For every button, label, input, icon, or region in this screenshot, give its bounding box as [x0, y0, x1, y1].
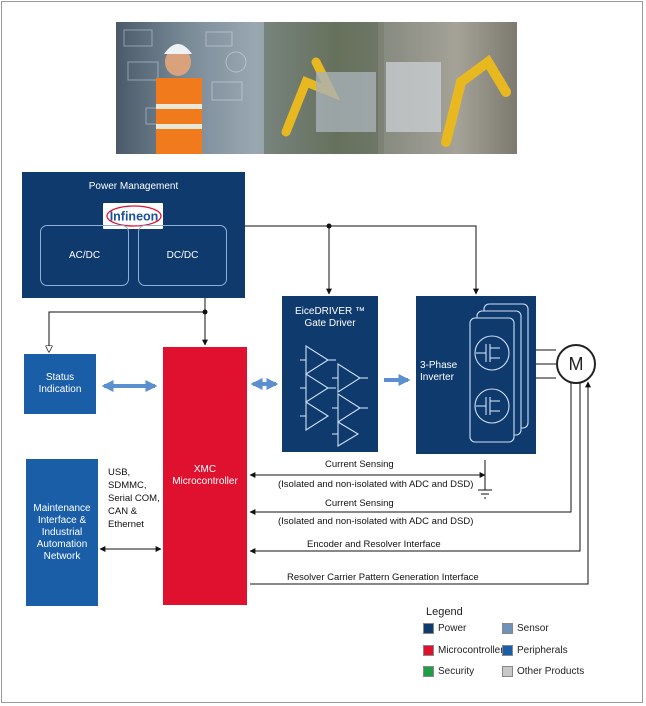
eicedriver-label: EiceDRIVER ™ Gate Driver [294, 306, 365, 329]
legend-swatch-security [423, 666, 434, 677]
current-sensing-1-label: Current Sensing [325, 459, 394, 470]
legend-label-other-products: Other Products [517, 666, 585, 677]
legend-swatch-other-products [502, 666, 513, 677]
ac-dc-block: AC/DC [40, 225, 129, 286]
inverter-block: 3-Phase Inverter [416, 296, 536, 454]
status-indication-label: Status Indication [38, 372, 82, 395]
inverter-label: 3-Phase Inverter [420, 360, 458, 383]
current-sensing-2-line [249, 382, 572, 515]
legend-label-peripherals: Peripherals [517, 645, 568, 656]
motor-label: M [568, 353, 584, 374]
resolver-line [250, 381, 591, 585]
banner-illustration [123, 22, 517, 154]
maintenance-block: Maintenance Interface & Industrial Autom… [26, 459, 98, 606]
encoder-line [249, 382, 581, 554]
power-management-block: Power Management Infineon AC/DC DC/DC [22, 172, 245, 298]
infineon-logo: Infineon [103, 203, 163, 229]
ground-symbol [478, 460, 492, 499]
xmc-label: XMC Microcontroller [172, 464, 238, 487]
banner-photo [116, 22, 517, 154]
encoder-label: Encoder and Resolver Interface [307, 539, 441, 550]
legend-label-microcontroller: Microcontroller [438, 645, 504, 656]
inverter-to-motor-lines [536, 349, 556, 379]
gate-driver-icon [300, 344, 368, 447]
junction-dot-1 [326, 223, 332, 229]
resolver-label: Resolver Carrier Pattern Generation Inte… [287, 572, 479, 583]
motor-circle: M [556, 344, 596, 384]
current-sensing-2-note: (Isolated and non-isolated with ADC and … [278, 516, 474, 527]
power-to-status-line [49, 311, 205, 352]
legend-label-sensor: Sensor [517, 623, 549, 634]
eicedriver-block: EiceDRIVER ™ Gate Driver [282, 296, 378, 452]
current-sensing-1-note: (Isolated and non-isolated with ADC and … [278, 479, 474, 490]
dc-dc-block: DC/DC [138, 225, 227, 286]
legend-swatch-microcontroller [423, 645, 434, 656]
legend-label-security: Security [438, 666, 475, 677]
legend-swatch-peripherals [502, 645, 513, 656]
interfaces-list: USB, SDMMC, Serial COM, CAN & Ethernet [108, 467, 160, 530]
mosfet-stack-icon [469, 303, 529, 443]
power-to-inverter-line [245, 225, 479, 295]
legend-swatch-sensor [502, 623, 513, 634]
junction-dot-2 [202, 309, 208, 315]
power-management-title: Power Management [88, 181, 179, 192]
maintenance-label: Maintenance Interface & Industrial Autom… [33, 502, 91, 562]
legend-title: Legend [426, 606, 463, 618]
infineon-logo-text: Infineon [110, 210, 159, 224]
legend-label-power: Power [438, 623, 467, 634]
xmc-microcontroller-block: XMC Microcontroller [163, 347, 247, 605]
current-sensing-2-label: Current Sensing [325, 498, 394, 509]
legend-swatch-power [423, 623, 434, 634]
status-indication-block: Status Indication [24, 354, 96, 414]
